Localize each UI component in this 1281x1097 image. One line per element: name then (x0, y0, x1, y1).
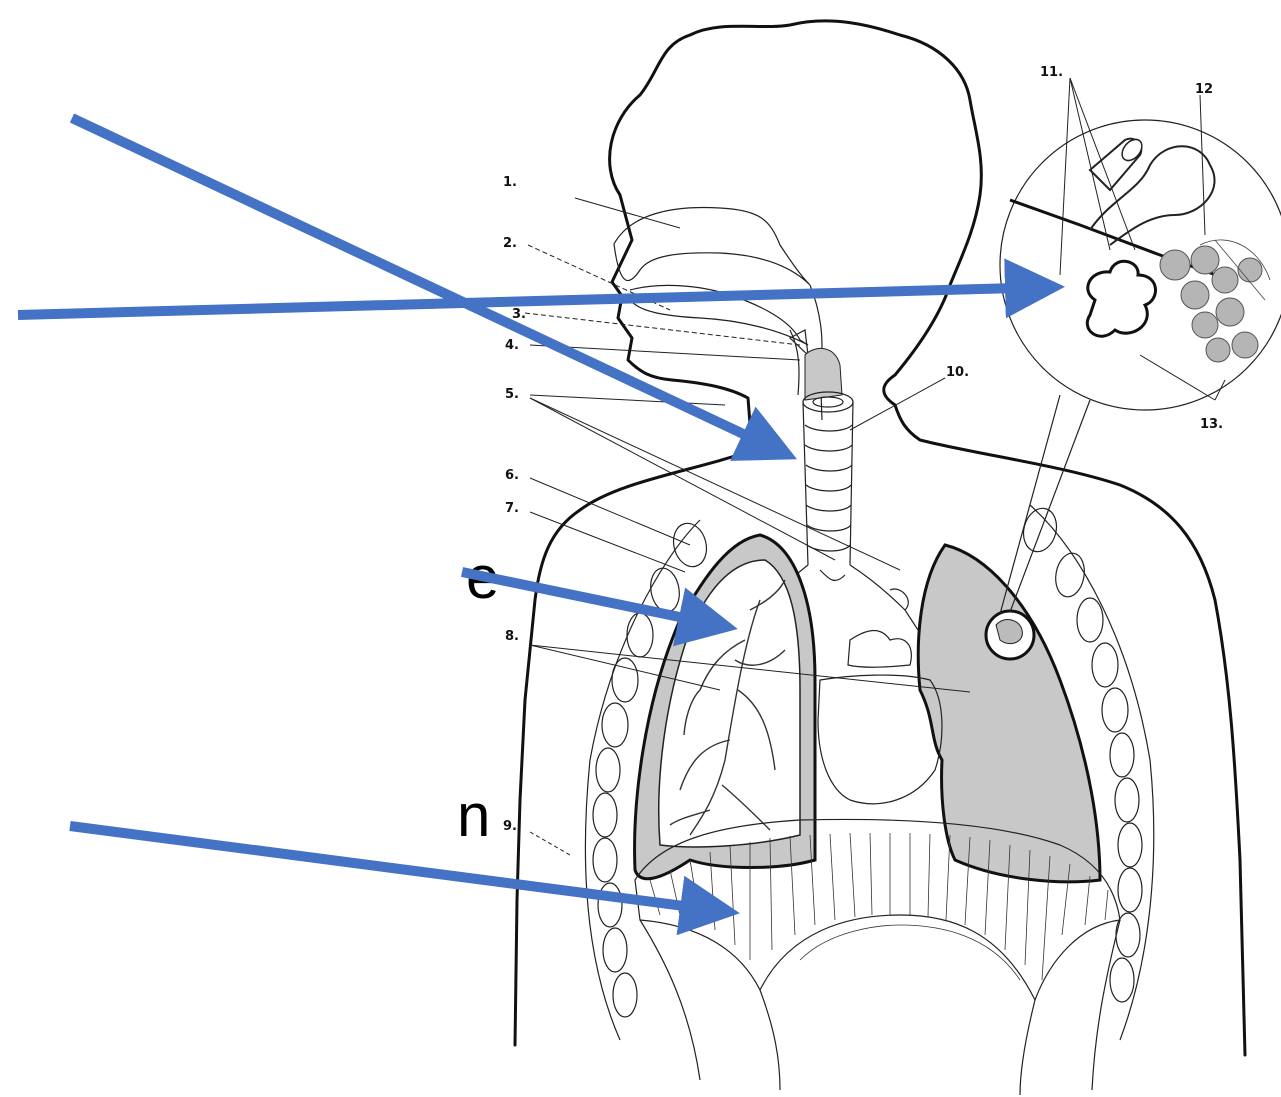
label-7: 7. (505, 501, 519, 516)
abdomen-left (640, 920, 700, 1080)
label-10: 10. (946, 365, 969, 380)
arrow-to-trachea (72, 118, 788, 455)
label-4: 4. (505, 338, 519, 353)
label-5: 5. (505, 387, 519, 402)
arrow-to-diaphragm (70, 826, 730, 912)
epiglottis (790, 330, 808, 355)
alveoli-sample-detail (996, 620, 1022, 644)
arrow-to-alveoli (18, 287, 1055, 315)
label-12: 12 (1195, 82, 1213, 97)
label-11: 11. (1040, 65, 1063, 80)
lung-left-inner (659, 560, 800, 847)
arrow-to-bronchioles (462, 572, 728, 627)
label-9: 9. (503, 819, 517, 834)
label-13: 13. (1200, 417, 1223, 432)
slide-text-n: n (457, 782, 490, 849)
trachea (803, 392, 853, 565)
abdomen-right (1092, 920, 1120, 1090)
label-2: 2. (503, 236, 517, 251)
label-6: 6. (505, 468, 519, 483)
label-8: 8. (505, 629, 519, 644)
nasal-cavity (614, 207, 810, 285)
abdomen-center-right (1020, 1000, 1035, 1095)
heart-vessels (848, 631, 911, 668)
label-3: 3. (512, 307, 526, 322)
abdomen-center-left (760, 990, 780, 1090)
label-1: 1. (503, 175, 517, 190)
